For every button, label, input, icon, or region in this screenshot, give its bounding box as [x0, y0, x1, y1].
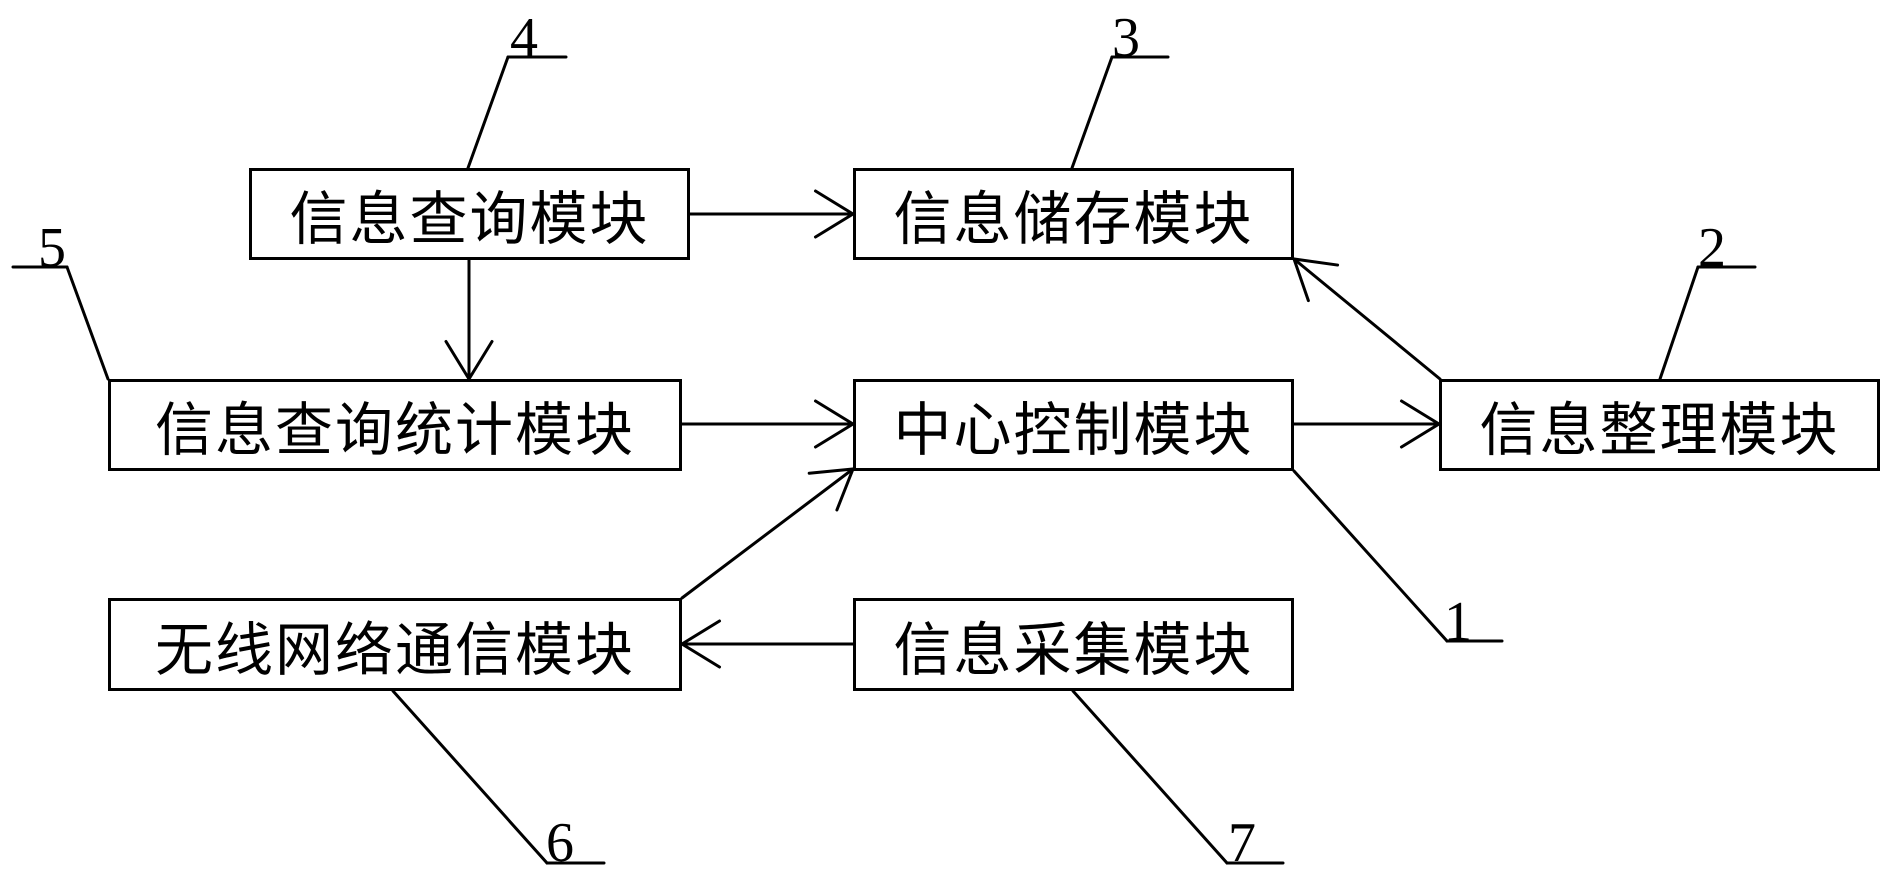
leader-line-6 — [391, 689, 549, 865]
arrow-2-to-3-arrowhead — [1291, 257, 1340, 303]
reference-numeral-6: 6 — [546, 812, 574, 874]
reference-numeral-4: 4 — [510, 7, 538, 69]
module-box-2: 信息整理模块 — [1439, 379, 1880, 471]
module-box-7: 信息采集模块 — [853, 598, 1294, 691]
leader-line-7 — [1071, 689, 1229, 865]
leader-line-2 — [1658, 265, 1700, 381]
reference-numeral-5: 5 — [38, 217, 66, 279]
module-box-6: 无线网络通信模块 — [108, 598, 682, 691]
arrow-7-to-6-arrowhead — [679, 619, 722, 669]
reference-numeral-2: 2 — [1698, 217, 1726, 279]
reference-numeral-1: 1 — [1444, 591, 1472, 653]
module-box-4: 信息查询模块 — [249, 168, 690, 260]
module-box-1: 中心控制模块 — [853, 379, 1294, 471]
reference-numeral-7: 7 — [1228, 812, 1256, 874]
reference-numeral-3: 3 — [1112, 7, 1140, 69]
leader-line-1 — [1292, 469, 1449, 643]
arrow-6-to-1 — [680, 467, 855, 600]
leader-line-5 — [65, 265, 110, 381]
module-box-5: 信息查询统计模块 — [108, 379, 682, 471]
leader-line-3 — [1070, 55, 1114, 170]
arrow-2-to-3 — [1292, 257, 1442, 381]
leader-line-4 — [466, 55, 510, 170]
module-box-3: 信息储存模块 — [853, 168, 1294, 260]
